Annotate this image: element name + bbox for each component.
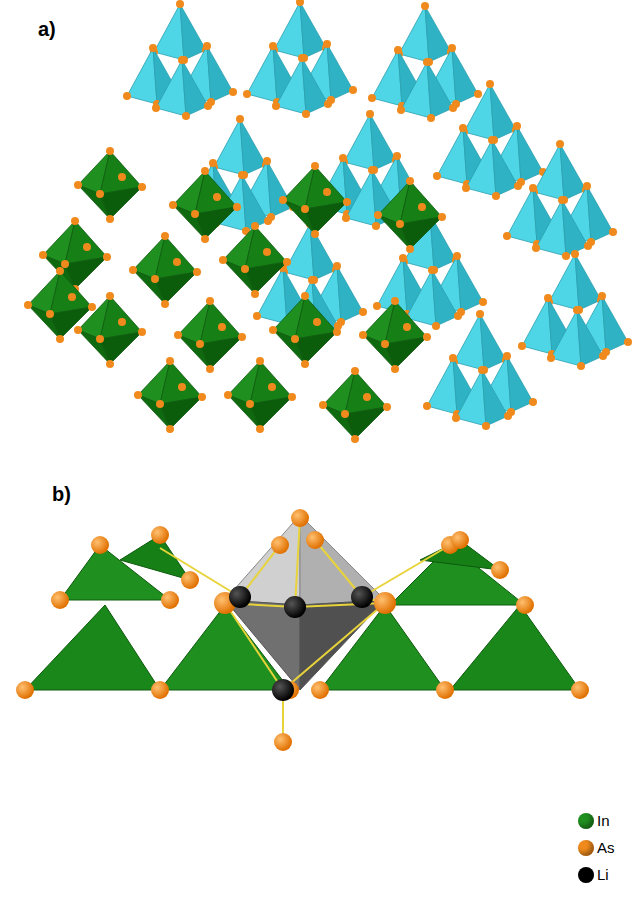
legend-swatch <box>578 840 594 856</box>
panel-label: b) <box>52 483 71 506</box>
tetrahedron-cluster <box>433 80 547 200</box>
octahedra <box>24 147 446 443</box>
octahedron <box>129 232 201 308</box>
legend-text: Li <box>597 866 609 883</box>
octahedron <box>24 267 96 343</box>
legend-item: In <box>578 812 610 829</box>
octahedron <box>359 297 431 373</box>
octahedron <box>169 167 241 243</box>
octahedron <box>224 357 296 433</box>
tetrahedron-cluster <box>503 140 617 260</box>
tetrahedron-cluster <box>243 0 357 118</box>
tetrahedra-clusters <box>123 0 632 430</box>
legend-swatch <box>578 813 594 829</box>
tetrahedron-cluster <box>123 0 237 120</box>
octahedron <box>134 357 206 433</box>
legend-item: Li <box>578 866 609 883</box>
panel-label: a) <box>38 18 56 41</box>
legend-text: As <box>597 839 615 856</box>
octahedron <box>269 292 341 368</box>
legend-swatch <box>578 867 594 883</box>
legend-text: In <box>597 812 610 829</box>
octahedron <box>219 222 291 298</box>
octahedron <box>74 147 146 223</box>
octahedron <box>319 367 391 443</box>
tetrahedron-cluster <box>368 2 482 122</box>
octahedron <box>374 177 446 253</box>
octahedron <box>174 297 246 373</box>
octahedron <box>279 162 351 238</box>
li-site-detail <box>16 509 589 751</box>
tetrahedron-cluster <box>518 250 632 370</box>
tetrahedron-cluster <box>423 310 537 430</box>
legend-item: As <box>578 839 615 856</box>
